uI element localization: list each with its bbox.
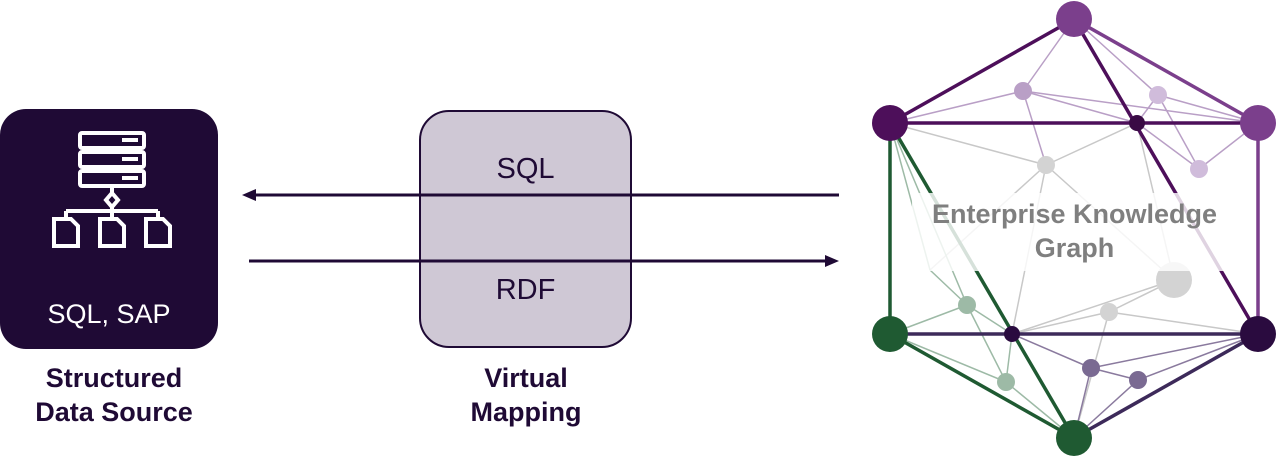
rdf-arrow-right: [249, 255, 839, 267]
mapping-caption: Virtual Mapping: [420, 361, 632, 429]
sql-label: SQL: [496, 153, 555, 185]
graph-nodes: [872, 1, 1276, 456]
source-caption-line1: Structured: [45, 363, 183, 393]
structured-data-source-box: SQL, SAP: [0, 109, 218, 349]
rdf-label: RDF: [495, 274, 556, 306]
database-hierarchy-icon: [52, 131, 172, 248]
virtual-mapping-box: [419, 110, 632, 348]
sql-arrow-left: [242, 189, 839, 201]
mapping-caption-line2: Mapping: [470, 397, 582, 427]
knowledge-graph-title-line2: Graph: [1034, 233, 1115, 263]
mapping-caption-line1: Virtual: [484, 363, 568, 393]
source-caption: Structured Data Source: [0, 361, 228, 429]
knowledge-graph-title: Enterprise Knowledge Graph: [912, 193, 1237, 271]
source-technologies-label: SQL, SAP: [47, 299, 171, 329]
source-caption-line2: Data Source: [35, 397, 193, 427]
knowledge-graph-title-line1: Enterprise Knowledge: [931, 199, 1218, 229]
